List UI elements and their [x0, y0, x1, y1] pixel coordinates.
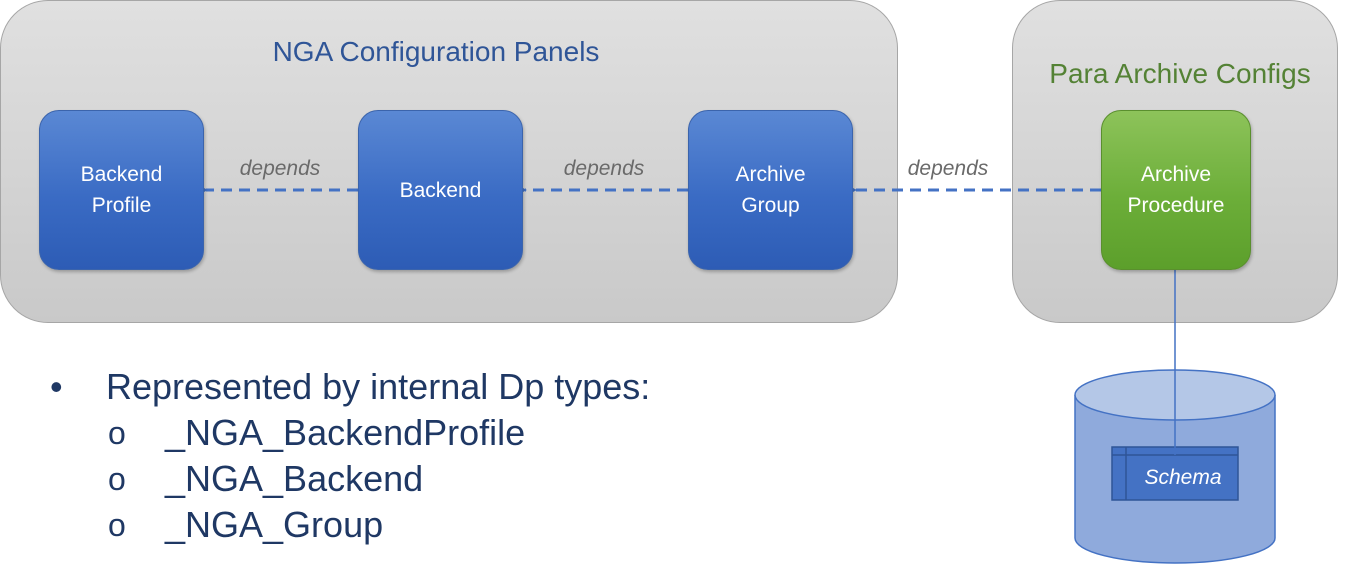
list-item: o _NGA_Group	[48, 502, 650, 548]
node-archive-procedure: Archive Procedure	[1101, 110, 1251, 270]
list-item-text: _NGA_Group	[165, 504, 384, 545]
list-item-text: _NGA_Backend	[165, 458, 424, 499]
node-backend: Backend	[358, 110, 523, 270]
list-item: • Represented by internal Dp types:	[48, 364, 650, 410]
schema-label: Schema	[1144, 466, 1222, 489]
para-panel-title: Para Archive Configs	[1049, 58, 1311, 89]
list-item: o _NGA_Backend	[48, 456, 650, 502]
dp-types-list: • Represented by internal Dp types: o _N…	[48, 364, 650, 548]
list-item-text: _NGA_BackendProfile	[165, 412, 526, 453]
node-backend-profile: Backend Profile	[39, 110, 204, 270]
sub-bullet-marker: o	[108, 415, 126, 451]
nga-panel-title: NGA Configuration Panels	[272, 36, 600, 67]
edge-label-depends: depends	[239, 157, 321, 180]
sub-bullet-marker: o	[108, 461, 126, 497]
node-archive-group: Archive Group	[688, 110, 853, 270]
sub-bullet-marker: o	[108, 507, 126, 543]
edge-label-depends: depends	[563, 157, 645, 180]
list-item-text: Represented by internal Dp types:	[106, 366, 651, 407]
bullet-marker: •	[50, 366, 63, 407]
list-item: o _NGA_BackendProfile	[48, 410, 650, 456]
edge-label-depends: depends	[907, 157, 989, 180]
